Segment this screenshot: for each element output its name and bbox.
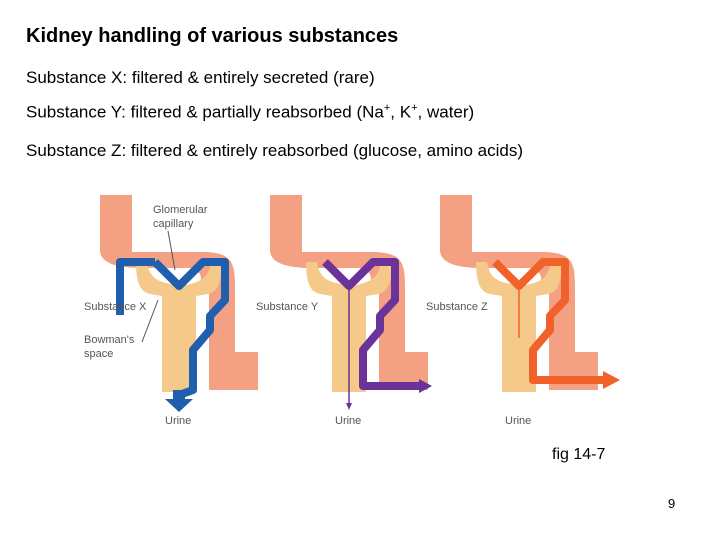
urine-label-z: Urine bbox=[505, 415, 531, 427]
panel-x: Glomerular capillary Substance X Bowman'… bbox=[84, 195, 258, 427]
substance-y-text-part3: , water) bbox=[417, 102, 475, 122]
panel-z: Substance Z Urine bbox=[426, 195, 620, 427]
bowmans-label-line1: Bowman's bbox=[84, 334, 135, 346]
substance-y-description: Substance Y: filtered & partially reabso… bbox=[26, 102, 474, 123]
substance-z-filtered-path bbox=[492, 258, 605, 384]
urine-label-x: Urine bbox=[165, 415, 191, 427]
substance-y-text-part1: Substance Y: filtered & partially reabso… bbox=[26, 102, 384, 122]
renal-tubule bbox=[136, 262, 222, 392]
panel-y: Substance Y Urine bbox=[256, 195, 432, 427]
substance-x-secreted-path bbox=[116, 258, 155, 315]
substance-z-label: Substance Z bbox=[426, 301, 488, 313]
superscript-plus: + bbox=[411, 102, 418, 114]
substance-y-filtered-path bbox=[322, 258, 420, 390]
reabsorption-arrow-z bbox=[603, 371, 620, 389]
reabsorption-arrow-y bbox=[419, 379, 432, 393]
urine-arrow-x bbox=[165, 390, 193, 412]
bowmans-label-line2: space bbox=[84, 348, 113, 360]
substance-z-description: Substance Z: filtered & entirely reabsor… bbox=[26, 141, 524, 160]
slide-title: Kidney handling of various substances bbox=[26, 25, 399, 47]
substance-y-label: Substance Y bbox=[256, 301, 319, 313]
substance-y-text-part2: , K bbox=[390, 102, 412, 122]
page-number: 9 bbox=[668, 496, 676, 511]
glomerular-label-line1: Glomerular bbox=[153, 204, 208, 216]
urine-arrow-y bbox=[346, 403, 352, 410]
superscript-plus: + bbox=[383, 102, 391, 114]
glomerular-pointer bbox=[167, 230, 176, 271]
bowmans-pointer bbox=[141, 299, 159, 343]
glomerular-label-line2: capillary bbox=[153, 218, 194, 230]
urine-label-y: Urine bbox=[335, 415, 361, 427]
figure-label: fig 14-7 bbox=[552, 446, 606, 463]
substance-x-label: Substance X bbox=[84, 301, 147, 313]
substance-x-description: Substance X: filtered & entirely secrete… bbox=[26, 68, 375, 87]
glomerular-capillary bbox=[270, 195, 428, 390]
substance-x-filtered-path bbox=[152, 258, 229, 399]
glomerular-capillary bbox=[440, 195, 598, 390]
glomerular-capillary bbox=[100, 195, 258, 390]
